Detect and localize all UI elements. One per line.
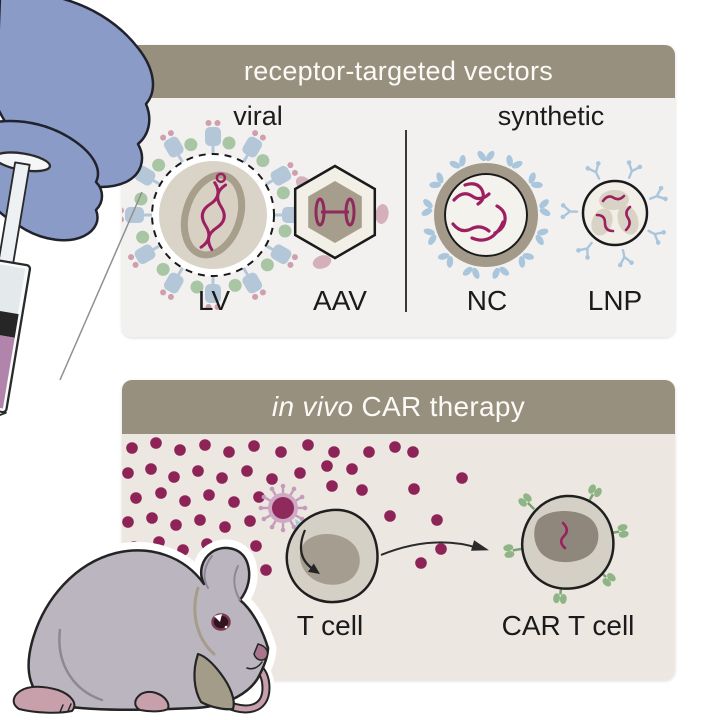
nc-particle-icon — [421, 150, 551, 279]
antibody-icon — [585, 161, 601, 180]
car-t-cell-nucleus — [534, 511, 599, 563]
antibody-icon — [535, 228, 549, 246]
therapy-panel-header: in vivo CAR therapy — [122, 380, 675, 434]
lv-spike-icon — [160, 130, 198, 164]
aav-dna-icon — [314, 197, 356, 227]
mouse-haunch-line — [58, 628, 104, 702]
antibody-icon — [462, 266, 480, 279]
lnp-particle-icon — [560, 160, 668, 268]
nc-rna-icon — [451, 182, 507, 242]
car-receptor-icon — [518, 493, 536, 511]
antibody-icon — [539, 199, 551, 217]
antibody-icon — [528, 172, 543, 189]
synthetic-category-label: synthetic — [497, 101, 605, 131]
aav-label: AAV — [313, 285, 367, 316]
barrel-glass-shade — [0, 261, 26, 314]
antibody-icon — [423, 228, 437, 245]
antibody-icon — [429, 172, 444, 189]
mouse-front-paw — [134, 690, 170, 713]
mouse-hind-paw — [12, 685, 76, 714]
antibody-icon — [647, 229, 666, 245]
lv-particle-icon — [122, 120, 308, 310]
t-cell-label: T cell — [296, 610, 364, 641]
antibody-icon — [560, 203, 579, 220]
car-t-cell-icon — [503, 484, 629, 604]
aav-particle-icon — [293, 164, 389, 269]
antibody-icon — [421, 199, 433, 216]
vectors-panel-header: receptor-targeted vectors — [122, 45, 675, 98]
therapy-panel-title-rest: CAR therapy — [353, 391, 526, 422]
antibody-icon — [649, 185, 668, 202]
antibody-icon — [506, 155, 523, 169]
lv-spike-icon — [264, 162, 298, 200]
fingers-shape — [0, 119, 104, 242]
therapy-graphic — [122, 437, 629, 604]
vector-liquid — [0, 330, 15, 409]
antibody-icon — [617, 248, 634, 268]
lv-spike-icon — [122, 192, 153, 223]
transform-arrow — [380, 540, 489, 556]
vectors-graphic — [122, 120, 668, 312]
antibody-icon — [492, 266, 510, 279]
plunger-rod — [0, 161, 31, 268]
plunger-stopper — [0, 307, 19, 338]
antibody-icon — [477, 150, 495, 162]
uptake-arrow — [299, 529, 314, 570]
lv-spike-icon — [241, 130, 270, 168]
car-rna-icon — [559, 521, 569, 550]
t-cell-icon — [285, 508, 379, 604]
antibody-icon — [626, 160, 643, 179]
therapy-panel-title-italic: in vivo — [271, 391, 354, 422]
therapy-panel: in vivo CAR therapy — [122, 380, 675, 680]
vectors-panel: receptor-targeted vectors — [122, 45, 675, 337]
antibody-icon — [518, 252, 534, 268]
lv-spike-icon — [260, 243, 298, 272]
lv-spike-icon — [190, 275, 221, 310]
therapy-panel-body: T cell CAR T cell — [122, 434, 675, 680]
lv-spike-icon — [156, 262, 185, 300]
lnp-rna-icon — [595, 194, 632, 233]
nc-label: NC — [466, 285, 508, 316]
vectors-panel-body: viral synthetic LV AAV NC LNP — [122, 98, 675, 337]
antibody-icon — [576, 241, 593, 260]
vector-particle-icon — [258, 483, 308, 533]
car-receptor-icon — [503, 544, 522, 558]
lv-rna-icon — [199, 172, 228, 252]
plunger-flange — [0, 151, 52, 173]
syringe-barrel — [0, 256, 32, 414]
vectors-panel-title: receptor-targeted vectors — [243, 56, 554, 86]
lv-spike-icon — [228, 266, 266, 300]
antibody-icon — [449, 155, 466, 169]
lnp-label: LNP — [587, 285, 643, 316]
syringe-illustration — [0, 151, 52, 420]
lv-label: LV — [197, 285, 231, 316]
viral-category-label: viral — [233, 101, 283, 131]
antibody-icon — [437, 252, 454, 268]
car-t-cell-label: CAR T cell — [501, 610, 635, 641]
